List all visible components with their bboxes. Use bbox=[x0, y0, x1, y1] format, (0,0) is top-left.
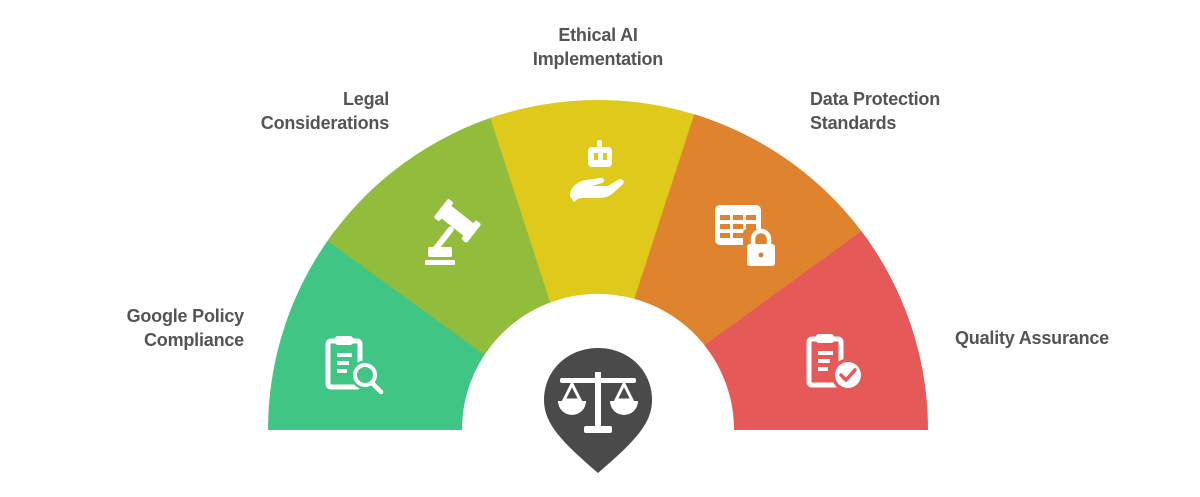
label-legal-considerations: Legal Considerations bbox=[261, 87, 389, 135]
label-line: Quality Assurance bbox=[955, 328, 1109, 348]
clipboard-search-icon bbox=[325, 336, 384, 395]
robot-hand-icon bbox=[570, 140, 624, 202]
label-quality-assurance: Quality Assurance bbox=[955, 326, 1109, 350]
label-line: Compliance bbox=[143, 330, 244, 350]
label-line: Data Protection bbox=[810, 89, 941, 109]
label-ethical-ai-implementation: Ethical AI Implementation bbox=[498, 23, 698, 71]
label-line: Google Policy bbox=[126, 306, 245, 326]
label-line: Ethical AI bbox=[558, 25, 638, 45]
gavel-icon bbox=[425, 199, 481, 265]
label-google-policy-compliance: Google Policy Compliance bbox=[126, 304, 245, 352]
segment-google-policy bbox=[268, 231, 492, 430]
label-data-protection-standards: Data Protection Standards bbox=[810, 87, 940, 135]
label-line: Legal bbox=[342, 89, 389, 109]
label-line: Implementation bbox=[532, 49, 664, 69]
label-line: Considerations bbox=[260, 113, 389, 133]
segment-quality bbox=[704, 231, 929, 430]
label-line: Standards bbox=[810, 113, 897, 133]
table-lock-icon bbox=[715, 205, 779, 269]
scales-of-justice-icon bbox=[544, 348, 652, 473]
clipboard-check-icon bbox=[806, 334, 865, 392]
